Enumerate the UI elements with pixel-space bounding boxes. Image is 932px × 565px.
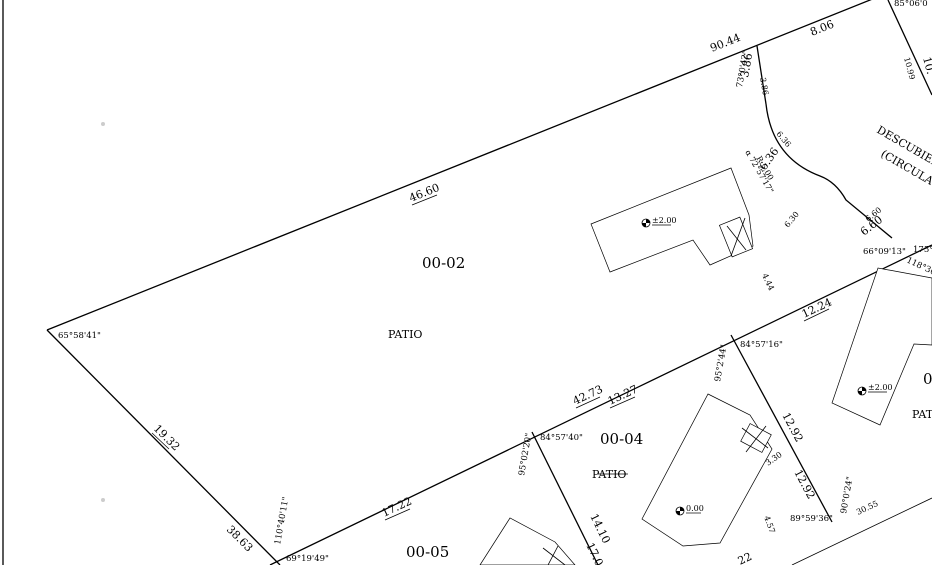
room-label-patio-02: PATIO bbox=[388, 328, 422, 341]
dim-46-60: 46.60 bbox=[407, 181, 441, 205]
dim-19-32: 19.32 bbox=[151, 422, 182, 453]
lot-id-right-partial: 0 bbox=[923, 370, 932, 388]
dim-17-06: 17.06 bbox=[583, 541, 608, 565]
angle-89-59-36: 89°59'36" bbox=[790, 514, 833, 524]
dim-14-10: 14.10 bbox=[587, 512, 612, 546]
level-marker-lot-02: ±2.00 bbox=[641, 216, 677, 228]
angle-84-57-16: 84°57'16" bbox=[740, 340, 783, 350]
level-marker-right: ±2.00 bbox=[857, 383, 893, 396]
angle-84-57-40: 84°57'40" bbox=[540, 433, 583, 443]
dim-12-92-b: 12.92 bbox=[791, 467, 817, 501]
dim-38-63: 38.63 bbox=[224, 523, 255, 554]
dim-12-92-a: 12.92 bbox=[779, 410, 805, 444]
building-right bbox=[831, 267, 932, 426]
dim-13-27: 13.27 bbox=[606, 383, 640, 408]
room-label-patio-04: PATIO bbox=[592, 468, 626, 481]
building-lot-05 bbox=[479, 517, 576, 565]
svg-text:0.00: 0.00 bbox=[686, 504, 704, 513]
dim-42-73: 42.73 bbox=[571, 383, 605, 408]
dim-8-06: 8.06 bbox=[808, 18, 836, 39]
dim-17-22: 17.22 bbox=[380, 495, 414, 520]
angle-66-09-13: 66°09'13" bbox=[863, 247, 906, 257]
building-lot-04 bbox=[641, 393, 773, 547]
dim-30-55: 30.55 bbox=[855, 499, 880, 517]
angle-175: 175° bbox=[913, 245, 932, 255]
dim-6-30: 6.30 bbox=[783, 210, 801, 229]
dim-22-partial: 22 bbox=[736, 550, 754, 565]
dim-3-86-b: 3.86 bbox=[738, 52, 755, 78]
room-label-patio-right: PAT bbox=[912, 408, 932, 421]
dim-4-57: 4.57 bbox=[762, 515, 777, 535]
lot-id-00-02: 00-02 bbox=[422, 254, 465, 272]
lot-boundaries bbox=[46, 0, 932, 565]
dim-6-60-b: 6.60 bbox=[858, 213, 885, 238]
building-lot-02 bbox=[590, 167, 754, 273]
angle-69-19-49: 69°19'49" bbox=[286, 554, 329, 564]
speck bbox=[101, 122, 105, 126]
dim-10-partial: 10. bbox=[920, 55, 932, 75]
angle-110-40-11: 110°40'11" bbox=[273, 496, 291, 545]
svg-text:±2.00: ±2.00 bbox=[652, 216, 677, 225]
dim-10-99: 10.99 bbox=[902, 56, 917, 80]
svg-text:±2.00: ±2.00 bbox=[868, 383, 893, 392]
angle-95-02-20: 95°02'20" bbox=[517, 432, 534, 476]
dim-6-36-a: 6.36 bbox=[774, 130, 792, 149]
speck bbox=[101, 498, 105, 502]
level-marker-lot-04: 0.00 bbox=[675, 504, 704, 516]
dimension-labels: 90.44 8.06 46.60 3.86 3.86 6.36 6.36 6.6… bbox=[151, 18, 932, 565]
dim-4-44: 4.44 bbox=[760, 272, 776, 292]
dim-12-24: 12.24 bbox=[800, 296, 834, 321]
dim-90-44: 90.44 bbox=[708, 31, 742, 55]
angle-85-06: 85°06'0 bbox=[894, 0, 928, 9]
angle-90-0-24: 90°0'24" bbox=[839, 476, 855, 515]
dim-3-86-a: 3.86 bbox=[758, 77, 770, 96]
lot-id-00-05: 00-05 bbox=[406, 543, 449, 561]
angle-65-58-41: 65°58'41" bbox=[58, 331, 101, 341]
lot-id-00-04: 00-04 bbox=[600, 430, 643, 448]
